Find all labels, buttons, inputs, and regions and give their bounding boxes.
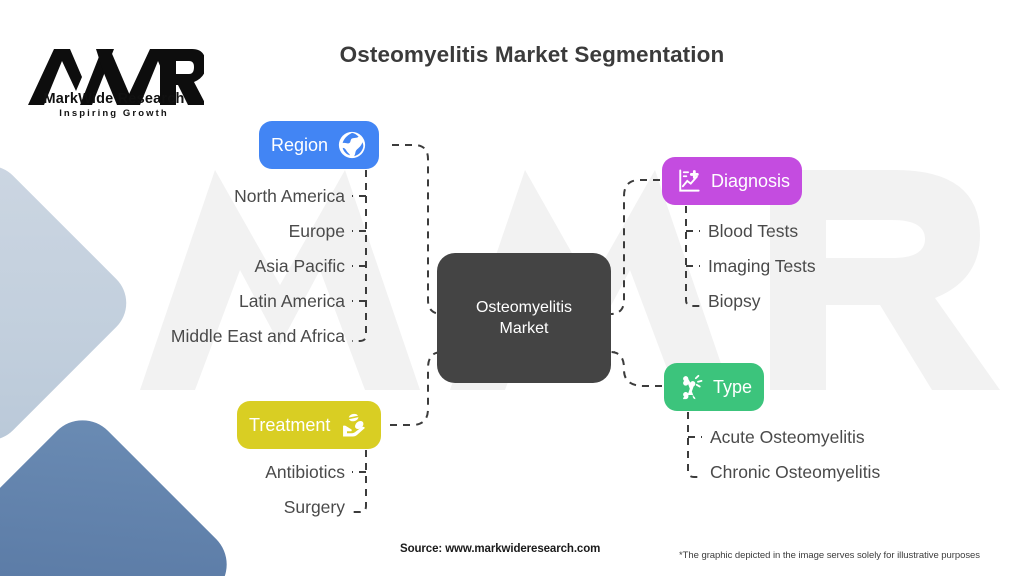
branch-label-treatment: Treatment xyxy=(249,414,331,435)
brand-name: MarkWide Research xyxy=(43,91,185,107)
branch-badge-diagnosis[interactable]: Diagnosis xyxy=(662,157,803,205)
leaf-region-north-america: North America xyxy=(234,186,345,206)
leaf-region-middle-east-and-africa: Middle East and Africa xyxy=(170,326,345,346)
connector-type-to-center xyxy=(609,351,662,387)
markwide-logo-mark xyxy=(28,49,204,105)
branch-badge-type[interactable]: Type xyxy=(664,363,765,411)
leaf-region-latin-america: Latin America xyxy=(238,291,345,311)
disclaimer-note: *The graphic depicted in the image serve… xyxy=(679,550,980,561)
leaf-type-chronic-osteomyelitis: Chronic Osteomyelitis xyxy=(710,462,881,482)
page-title: Osteomyelitis Market Segmentation xyxy=(339,42,725,67)
connector-region-to-center xyxy=(392,144,443,315)
connector-treatment-spine xyxy=(352,450,367,513)
leaf-region-europe: Europe xyxy=(288,221,345,241)
leaf-treatment-surgery: Surgery xyxy=(283,497,345,517)
center-node-label: Osteomyelitis Market xyxy=(475,299,573,337)
medical-chart-plus-icon xyxy=(674,166,704,196)
leaf-region-asia-pacific: Asia Pacific xyxy=(254,256,345,276)
branch-badge-treatment[interactable]: Treatment xyxy=(237,401,382,449)
branch-label-type: Type xyxy=(713,376,753,397)
globe-icon xyxy=(337,130,367,160)
connector-treatment-to-center xyxy=(390,351,443,426)
connector-type-spine xyxy=(687,412,702,478)
center-node: Osteomyelitis Market xyxy=(437,253,611,383)
leaf-type-acute-osteomyelitis: Acute Osteomyelitis xyxy=(710,427,865,447)
leaf-diagnosis-blood-tests: Blood Tests xyxy=(708,221,799,241)
source-label: Source: www.markwideresearch.com xyxy=(400,543,601,555)
branch-badge-region[interactable]: Region xyxy=(259,121,380,169)
brand-tagline: Inspiring Growth xyxy=(59,108,169,119)
bone-fracture-icon xyxy=(676,372,706,402)
connector-diagnosis-spine xyxy=(685,206,700,307)
leaf-diagnosis-imaging-tests: Imaging Tests xyxy=(708,256,816,276)
hand-pills-icon xyxy=(339,410,369,440)
leaf-treatment-antibiotics: Antibiotics xyxy=(265,462,345,482)
connector-region-spine xyxy=(352,170,367,342)
leaf-diagnosis-biopsy: Biopsy xyxy=(708,291,761,311)
connector-diagnosis-to-center xyxy=(609,179,660,315)
branch-label-diagnosis: Diagnosis xyxy=(711,170,791,191)
branch-label-region: Region xyxy=(271,134,329,155)
